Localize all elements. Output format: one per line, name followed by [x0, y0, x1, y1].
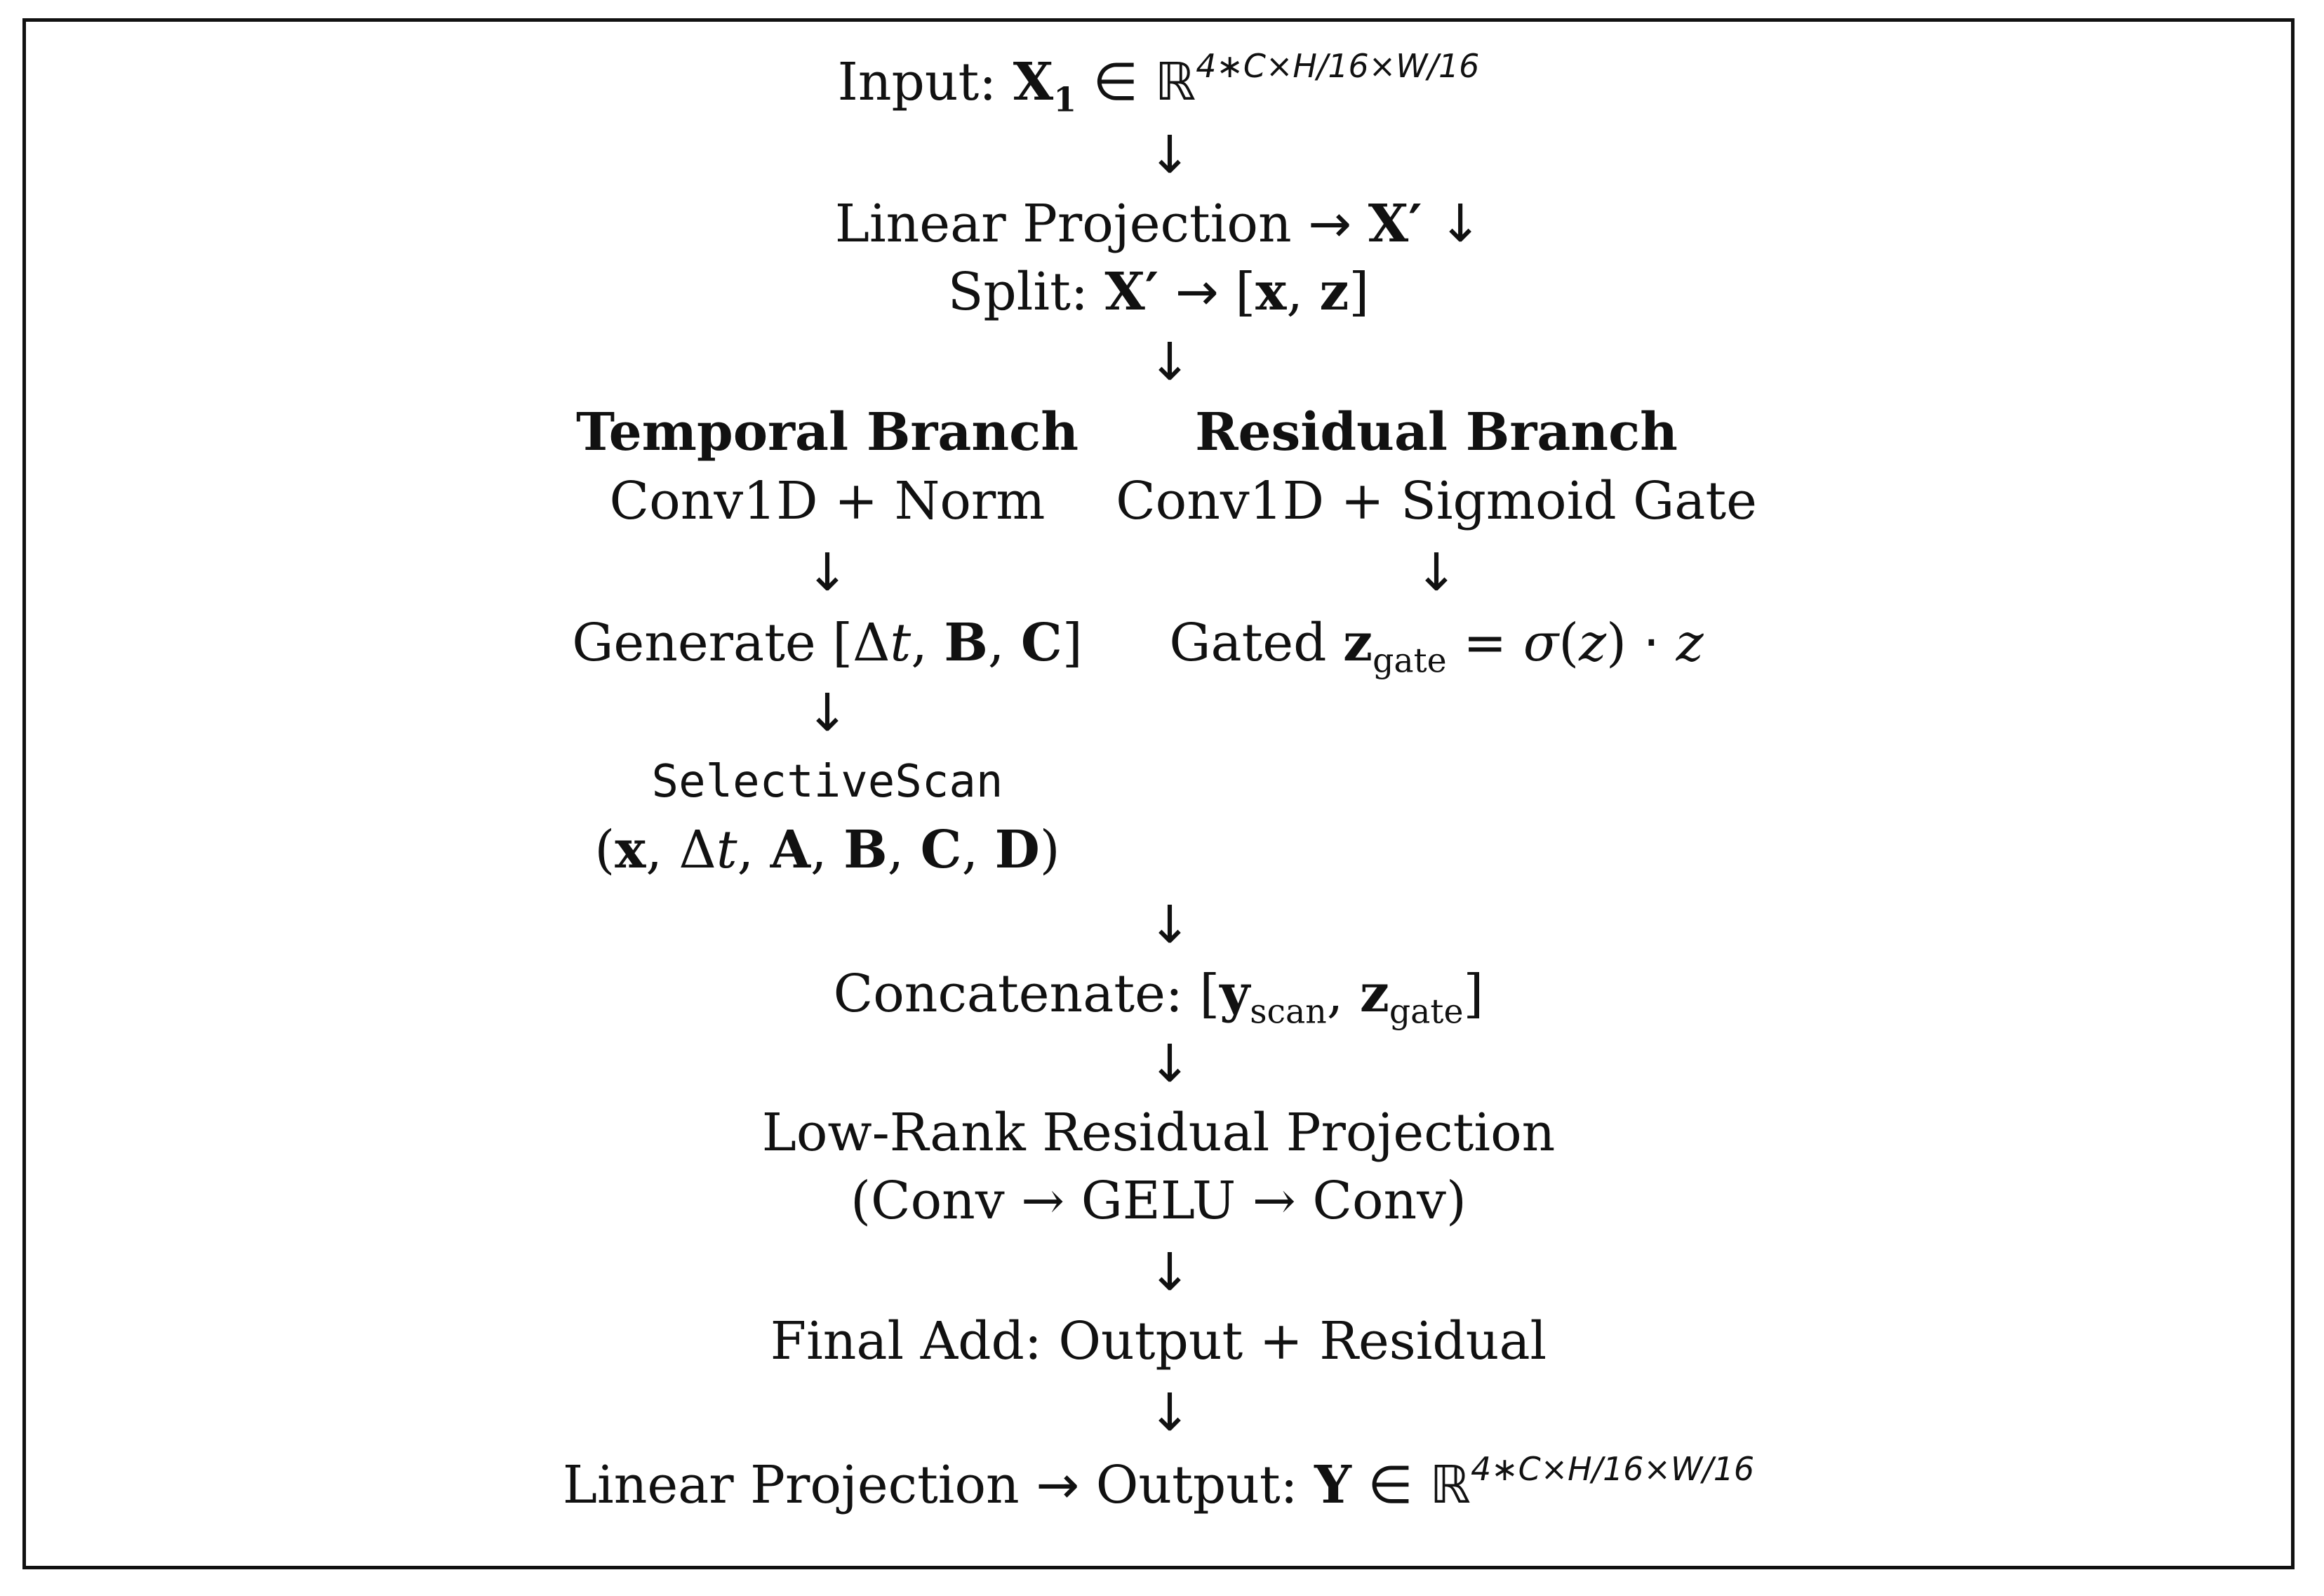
split-arrow: → — [1175, 262, 1219, 322]
input-space: ℝ4∗C×H/16×W/16 — [1154, 46, 1480, 112]
linear-projection-var: X′ — [1368, 194, 1422, 254]
input-node: Input: X1 ∈ ℝ4∗C×H/16×W/16 — [26, 50, 2291, 117]
residual-branch-title: Residual Branch — [1195, 402, 1678, 463]
linear-projection-label: Linear Projection — [834, 194, 1292, 254]
input-in-symbol: ∈ — [1093, 52, 1139, 112]
linear-projection-arrow: → — [1308, 194, 1352, 254]
split-var: X′ — [1104, 262, 1159, 322]
linear-projection-trailing-arrow: ↓ — [1438, 194, 1483, 254]
diagram-frame: Input: X1 ∈ ℝ4∗C×H/16×W/16 ↓ Linear Proj… — [22, 18, 2295, 1569]
low-rank-title: Low-Rank Residual Projection — [761, 1103, 1556, 1163]
temporal-branch-step1: Conv1D + Norm — [609, 471, 1046, 531]
arrow-down-6: ↓ — [1147, 1383, 1192, 1443]
temporal-arrow-1: ↓ — [805, 543, 850, 603]
temporal-arrow-2: ↓ — [805, 683, 850, 743]
temporal-generate: Generate [Δt, B, C] — [572, 613, 1083, 673]
output-projection-label: Linear Projection — [562, 1455, 1020, 1515]
selective-scan-function: SelectiveScan — [651, 756, 1003, 808]
arrow-down-4: ↓ — [1147, 1034, 1192, 1094]
output-node: Linear Projection → Output: Y ∈ ℝ4∗C×H/1… — [26, 1453, 2291, 1511]
split-node: Split: X′ → [x, z] — [26, 266, 2291, 318]
output-space: ℝ4∗C×H/16×W/16 — [1429, 1449, 1755, 1515]
arrow-down-3: ↓ — [1147, 895, 1192, 955]
arrow-down-2: ↓ — [1147, 332, 1192, 392]
concatenate-label: Concatenate: — [833, 964, 1183, 1024]
output-arrow: → — [1036, 1455, 1080, 1515]
residual-arrow-1: ↓ — [1414, 543, 1459, 603]
concatenate-node: Concatenate: [yscan, zgate] — [26, 968, 2291, 1029]
arrow-down-5: ↓ — [1147, 1242, 1192, 1303]
output-in-symbol: ∈ — [1368, 1455, 1413, 1515]
concatenate-args: [yscan, zgate] — [1199, 964, 1484, 1032]
linear-projection-node: Linear Projection → X′ ↓ — [26, 198, 2291, 250]
final-add-node: Final Add: Output + Residual — [770, 1311, 1547, 1371]
input-var: X1 — [1013, 52, 1077, 120]
temporal-branch-title: Temporal Branch — [575, 402, 1079, 463]
residual-branch-step1: Conv1D + Sigmoid Gate — [1116, 471, 1757, 531]
input-label: Input: — [837, 52, 997, 112]
split-label: Split: — [947, 262, 1088, 322]
arrow-down-1: ↓ — [1147, 125, 1192, 185]
selective-scan-args: (x, Δt, A, B, C, D) — [594, 820, 1060, 880]
output-label: Output: — [1095, 1455, 1298, 1515]
residual-gated: Gated zgate = σ(z) · z — [1169, 613, 1704, 681]
low-rank-detail: (Conv → GELU → Conv) — [850, 1171, 1467, 1231]
split-output: [x, z] — [1235, 262, 1370, 322]
output-var: Y — [1314, 1455, 1351, 1515]
